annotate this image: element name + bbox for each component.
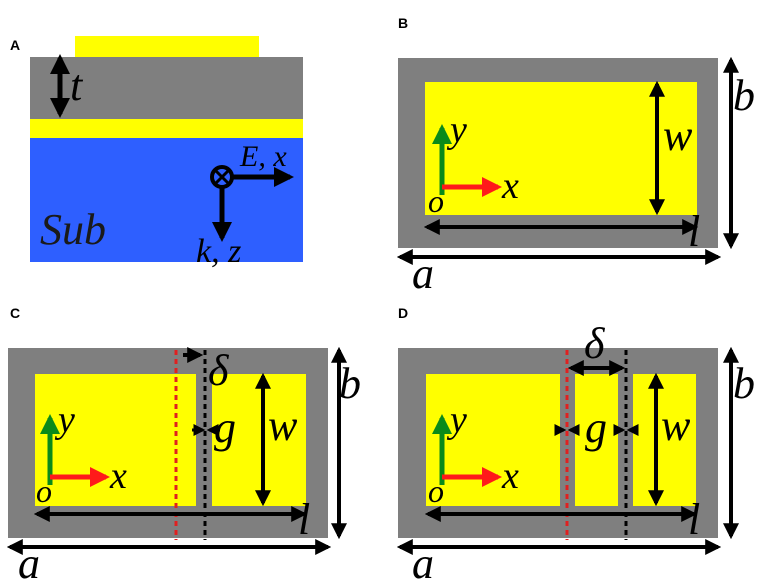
a-label: a — [412, 539, 434, 583]
panel-b: B w b l a y x o — [396, 15, 755, 298]
l-label: l — [688, 207, 700, 256]
a-label: a — [18, 539, 40, 583]
delta-label: δ — [584, 319, 606, 368]
y-axis-label: y — [446, 399, 467, 441]
y-axis-label: y — [446, 109, 467, 151]
panel-letter-d: D — [398, 305, 408, 321]
panel-letter-b: B — [398, 15, 408, 31]
metal-patch-left — [35, 374, 196, 506]
metal-patch-middle — [575, 374, 618, 506]
a-label: a — [412, 249, 434, 298]
y-axis-label: y — [54, 399, 75, 441]
ground-metal-layer — [30, 119, 303, 138]
l-label: l — [688, 495, 700, 544]
dielectric-layer — [30, 57, 303, 119]
delta-label: δ — [208, 346, 230, 395]
substrate-label: Sub — [40, 205, 106, 254]
top-metal-strip — [75, 36, 259, 57]
w-label: w — [663, 111, 693, 160]
origin-label: o — [428, 183, 444, 219]
k-vector-label: k, z — [196, 233, 241, 270]
metal-patch-left — [426, 374, 560, 506]
thickness-label: t — [70, 61, 84, 110]
panel-c: C δ g w b l a y x o — [6, 305, 361, 583]
w-label: w — [268, 401, 298, 450]
e-field-label: E, x — [239, 140, 287, 173]
origin-label: o — [36, 473, 52, 509]
panel-letter-a: A — [10, 37, 20, 53]
substrate-layer — [30, 138, 303, 262]
panel-letter-c: C — [10, 305, 20, 321]
panel-a: A t Sub E, x k, z — [10, 36, 303, 270]
x-axis-label: x — [501, 455, 519, 497]
b-label: b — [733, 71, 755, 120]
x-axis-label: x — [501, 165, 519, 207]
gap-label: g — [585, 403, 607, 452]
panel-d: D δ g w b l a y x o — [396, 305, 755, 583]
gap-label: g — [214, 403, 236, 452]
x-axis-label: x — [109, 455, 127, 497]
l-label: l — [298, 495, 310, 544]
metal-patch-right — [633, 374, 696, 506]
b-label: b — [733, 359, 755, 408]
origin-label: o — [428, 473, 444, 509]
w-label: w — [661, 401, 691, 450]
b-label: b — [339, 359, 361, 408]
